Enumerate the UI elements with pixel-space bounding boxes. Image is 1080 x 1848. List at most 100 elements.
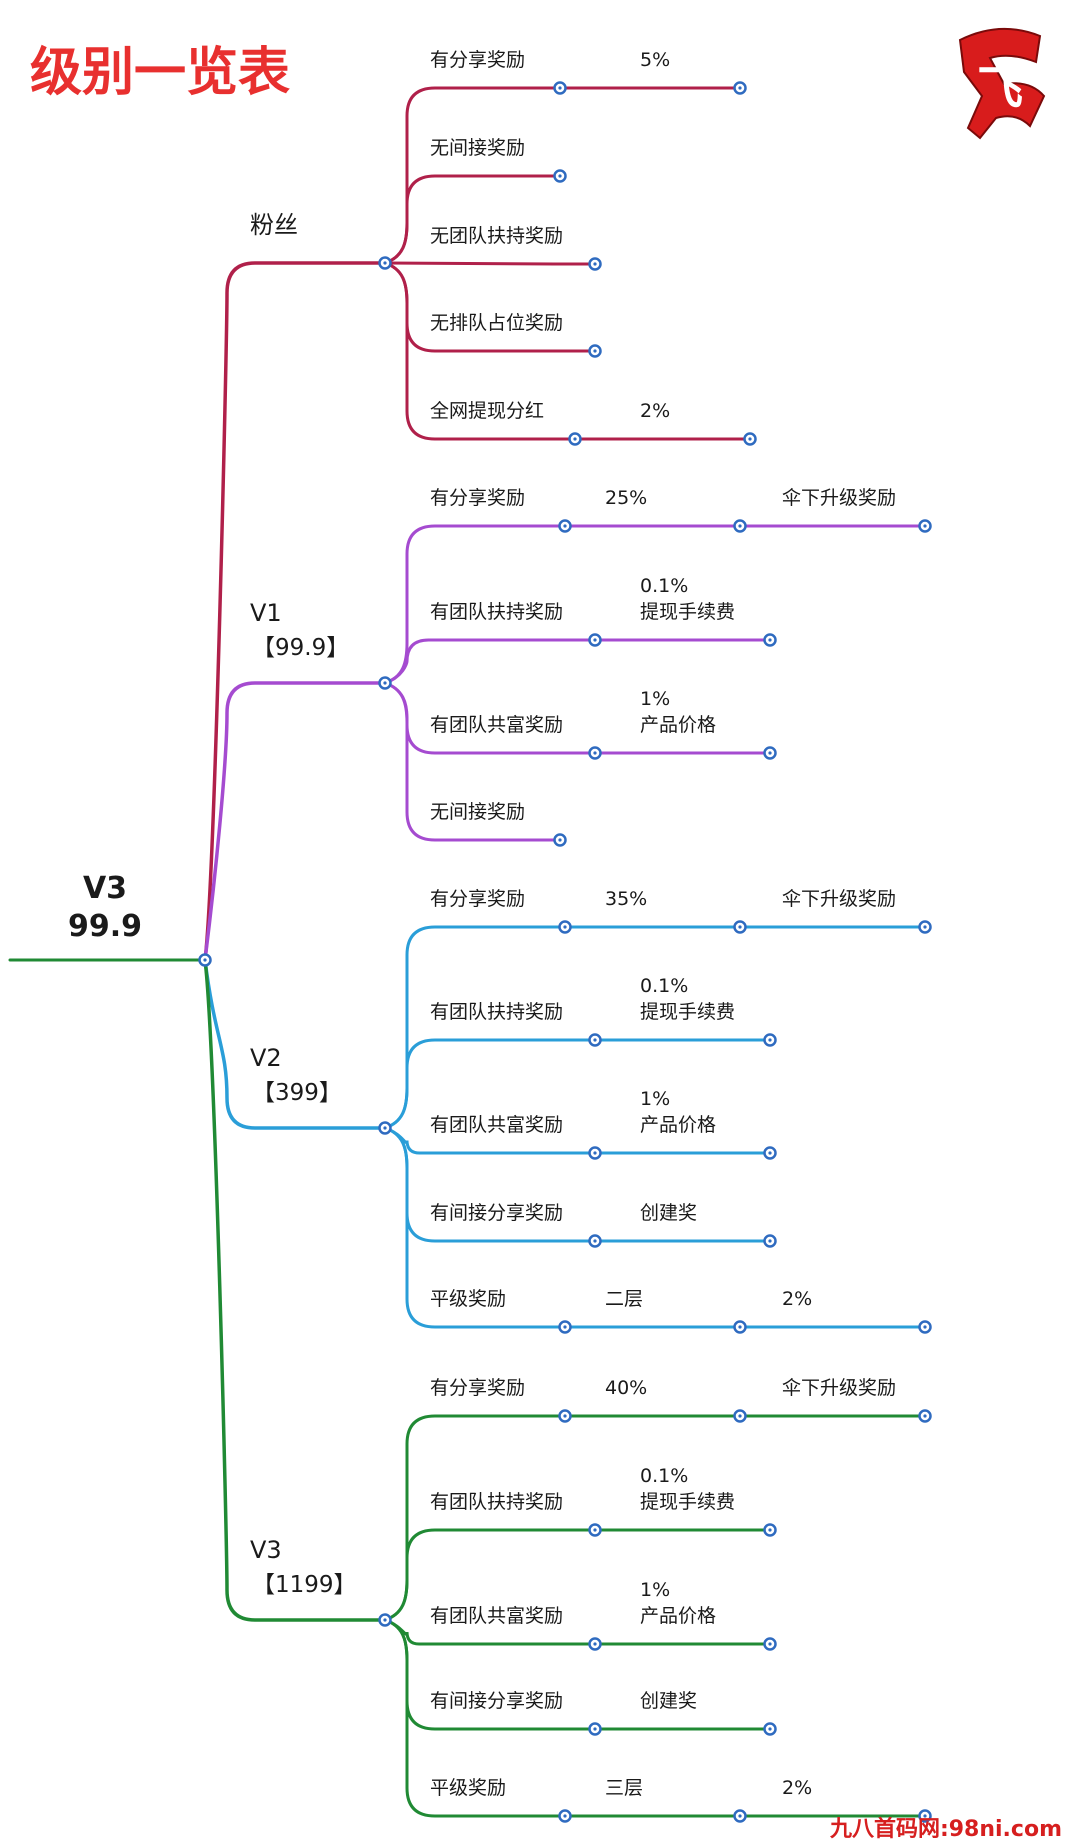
- reward-label: 平级奖励: [430, 1288, 506, 1310]
- branch-node: [588, 1033, 602, 1047]
- item-connector: [383, 261, 557, 441]
- branch-node: [763, 1722, 777, 1736]
- reward-item: 有分享奖励 25% 伞下升级奖励: [430, 487, 896, 509]
- reward-value: 5%: [640, 49, 670, 71]
- root-label-line2: 99.9: [68, 909, 142, 944]
- reward-label: 有分享奖励: [430, 49, 525, 71]
- reward-value: 1%产品价格: [640, 1579, 716, 1627]
- edges-layer: [8, 86, 927, 1818]
- branch-node: [763, 746, 777, 760]
- logo-icon: 飞: [950, 18, 1050, 140]
- item-connector: [383, 261, 557, 266]
- branch-node: [763, 1523, 777, 1537]
- branch-node: [588, 1523, 602, 1537]
- reward-label: 全网提现分红: [430, 400, 544, 422]
- branch-node: [733, 1320, 747, 1334]
- level-name: V3: [250, 1536, 282, 1564]
- reward-label: 平级奖励: [430, 1777, 506, 1799]
- reward-item: 无排队占位奖励: [430, 312, 563, 334]
- level-hub-node: [378, 1121, 392, 1135]
- reward-item: 有团队共富奖励 1%产品价格: [430, 688, 716, 736]
- branch-node: [763, 633, 777, 647]
- level-name: 粉丝: [250, 211, 298, 239]
- branch-node: [558, 920, 572, 934]
- branch-node: [733, 920, 747, 934]
- item-connector: [383, 174, 557, 265]
- reward-label: 有分享奖励: [430, 487, 525, 509]
- item-connector: [383, 1414, 557, 1622]
- reward-label: 有间接分享奖励: [430, 1690, 563, 1712]
- branch-node: [588, 1722, 602, 1736]
- trunk-v1: [203, 681, 387, 962]
- nodes-layer: [198, 81, 932, 1823]
- branch-node: [553, 169, 567, 183]
- branch-node: [588, 1637, 602, 1651]
- reward-label: 无团队扶持奖励: [430, 225, 563, 247]
- reward-item: 有间接分享奖励 创建奖: [430, 1690, 697, 1712]
- branch-node: [588, 1234, 602, 1248]
- reward-label: 有分享奖励: [430, 1377, 525, 1399]
- item-connector: [383, 1038, 557, 1130]
- item-connector: [383, 1126, 557, 1243]
- reward-value: 35%: [605, 888, 647, 910]
- branch-node: [733, 519, 747, 533]
- item-connector: [383, 1126, 557, 1329]
- item-connector: [383, 1528, 557, 1622]
- item-connector: [383, 925, 557, 1130]
- item-connector: [383, 1618, 557, 1818]
- root-hub-node: [198, 953, 212, 967]
- item-connector: [383, 681, 557, 842]
- decor-layer: 级别一览表飞九八首码网:98ni.com: [30, 18, 1062, 1842]
- trunk-v3: [203, 958, 387, 1622]
- branch-node: [568, 432, 582, 446]
- reward-value: 三层: [605, 1777, 643, 1799]
- reward-item: 有团队共富奖励 1%产品价格: [430, 1579, 716, 1627]
- level-hub-node: [378, 676, 392, 690]
- branch-node: [918, 1809, 932, 1823]
- item-connector: [383, 261, 557, 353]
- branch-node: [733, 81, 747, 95]
- reward-value: 25%: [605, 487, 647, 509]
- item-connector: [383, 1618, 557, 1731]
- reward-value: 伞下升级奖励: [782, 487, 896, 509]
- branch-node: [763, 1146, 777, 1160]
- branch-node: [918, 1409, 932, 1423]
- level-price: 【99.9】: [252, 635, 349, 661]
- reward-value: 创建奖: [640, 1690, 697, 1712]
- reward-value: 2%: [782, 1777, 812, 1799]
- item-connector: [383, 638, 557, 685]
- reward-value: 0.1%提现手续费: [640, 1465, 735, 1513]
- reward-value: 1%产品价格: [640, 1088, 716, 1136]
- reward-item: 无间接奖励: [430, 801, 525, 823]
- level-hub-node: [378, 256, 392, 270]
- reward-item: 无团队扶持奖励: [430, 225, 563, 247]
- reward-label: 有团队共富奖励: [430, 1605, 563, 1627]
- reward-value: 伞下升级奖励: [782, 888, 896, 910]
- branch-node: [588, 344, 602, 358]
- reward-item: 平级奖励 三层 2%: [430, 1777, 812, 1799]
- branch-node: [588, 257, 602, 271]
- reward-value: 1%产品价格: [640, 688, 716, 736]
- reward-label: 有团队扶持奖励: [430, 601, 563, 623]
- reward-item: 无间接奖励: [430, 137, 525, 159]
- reward-label: 有团队扶持奖励: [430, 1001, 563, 1023]
- branch-node: [558, 1409, 572, 1423]
- branch-node: [733, 1409, 747, 1423]
- root-label-line1: V3: [83, 871, 127, 906]
- level-price: 【1199】: [252, 1572, 357, 1598]
- watermark-text: 九八首码网:98ni.com: [829, 1816, 1062, 1842]
- level-hub-node: [378, 1613, 392, 1627]
- reward-value: 二层: [605, 1288, 643, 1310]
- branch-node: [588, 1146, 602, 1160]
- reward-label: 无间接奖励: [430, 137, 525, 159]
- reward-label: 有团队共富奖励: [430, 714, 563, 736]
